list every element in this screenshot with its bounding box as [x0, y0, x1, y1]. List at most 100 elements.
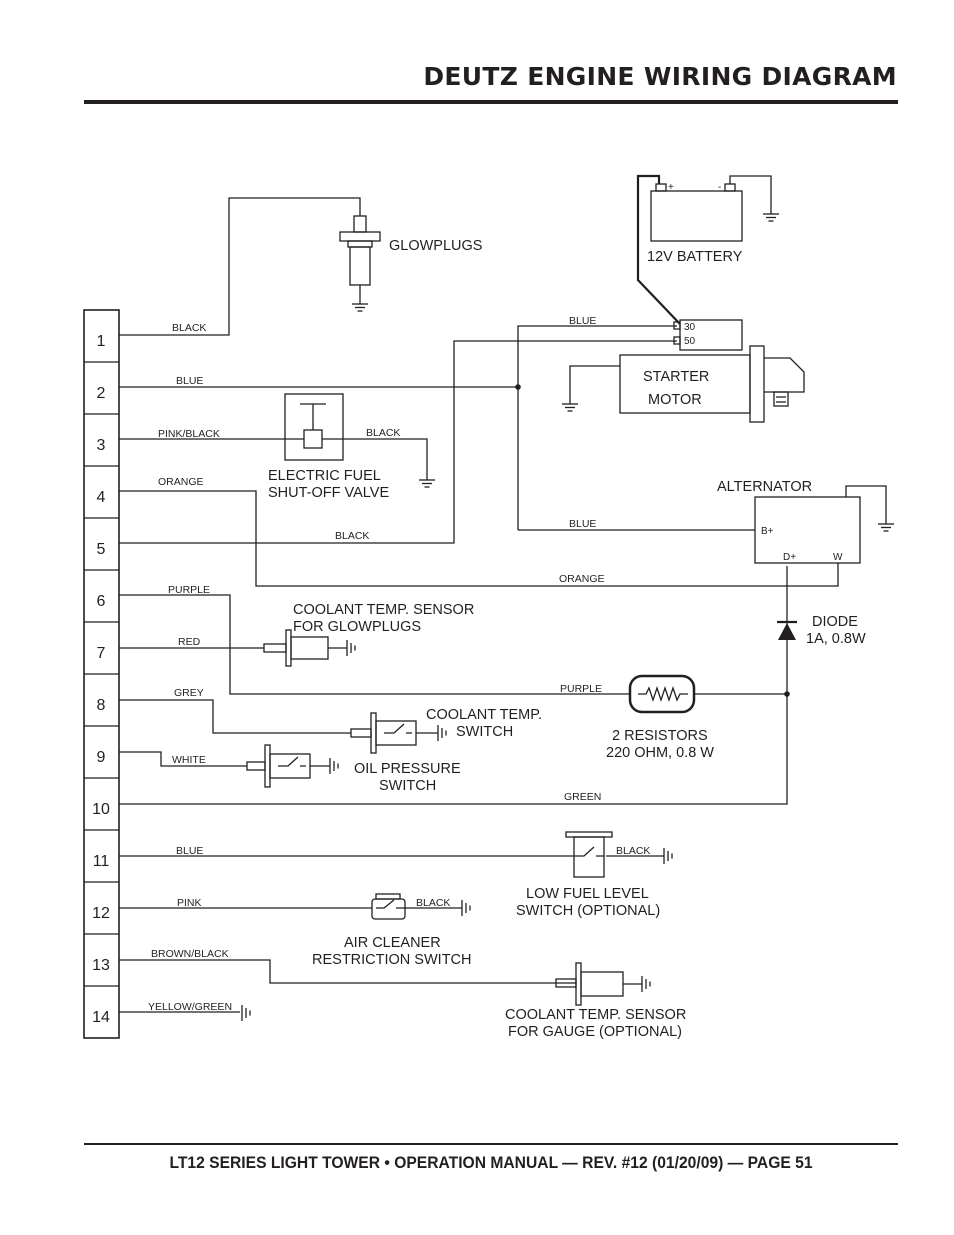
fuel-valve-icon	[284, 393, 344, 461]
wire-label: BROWN/BLACK	[151, 948, 229, 960]
alternator-w-label: W	[833, 552, 843, 563]
wire-label: YELLOW/GREEN	[148, 1001, 232, 1013]
fuel-level-switch-icon	[565, 831, 613, 878]
battery-label: 12V BATTERY	[647, 249, 743, 265]
wire-label: BLUE	[176, 375, 203, 387]
coolant-switch-icon	[350, 712, 447, 754]
resistors-label: 2 RESISTORS	[612, 728, 708, 744]
ground-icon	[241, 1004, 251, 1022]
terminal-strip: 1 2 3 4 5 6 7 8 9 10 11 12 13 14	[83, 309, 120, 1039]
wire-label: BLUE	[569, 315, 596, 327]
resistors-label: 220 OHM, 0.8 W	[606, 745, 714, 761]
alternator-bplus-label: B+	[761, 526, 774, 537]
terminal-dividers	[84, 361, 119, 987]
temp-sensor-icon	[263, 629, 356, 667]
sensor-glowplugs-label: FOR GLOWPLUGS	[293, 619, 421, 635]
fuel-valve-label: SHUT-OFF VALVE	[268, 485, 389, 501]
footer-rule	[84, 1143, 898, 1145]
ground-icon	[461, 899, 471, 917]
diode-label: DIODE	[812, 614, 858, 630]
oil-pressure-switch-icon	[246, 744, 339, 788]
air-cleaner-switch-icon	[371, 893, 406, 920]
starter-terminal-50: 50	[684, 336, 696, 347]
wire-6-purple	[119, 594, 630, 695]
wire-1-black	[119, 197, 361, 336]
air-cleaner-label: AIR CLEANER	[344, 935, 441, 951]
wire-valve-black	[322, 438, 428, 474]
battery-icon	[636, 174, 780, 325]
alternator-icon	[754, 485, 895, 564]
coolant-switch-label: COOLANT TEMP.	[426, 707, 542, 723]
air-cleaner-label: RESTRICTION SWITCH	[312, 952, 472, 968]
wire-label: BLUE	[569, 518, 596, 530]
terminal-number: 2	[97, 385, 106, 402]
wire-13-brown-black	[119, 959, 576, 984]
diode-label: 1A, 0.8W	[806, 631, 866, 647]
starter-label: STARTER	[643, 369, 709, 385]
ground-icon	[663, 847, 673, 865]
wire-label: BLACK	[616, 845, 650, 857]
fuel-level-label: LOW FUEL LEVEL	[526, 886, 649, 902]
wire-4-orange	[119, 490, 839, 587]
terminal-number: 10	[92, 801, 110, 818]
wire-5-black	[119, 340, 677, 544]
gauge-sensor-icon	[555, 962, 651, 1006]
glowplugs-label: GLOWPLUGS	[389, 238, 482, 254]
wire-label: PURPLE	[168, 584, 210, 596]
wire-label: PINK/BLACK	[158, 428, 220, 440]
fuel-valve-label: ELECTRIC FUEL	[268, 468, 381, 484]
junction-dot	[784, 691, 790, 697]
starter-label: MOTOR	[648, 392, 702, 408]
wire-label: ORANGE	[158, 476, 204, 488]
battery-plus-label: +	[668, 182, 674, 193]
terminal-number: 8	[97, 697, 106, 714]
wire-label: PURPLE	[560, 683, 602, 695]
alternator-label: ALTERNATOR	[717, 479, 812, 495]
terminal-number: 6	[97, 593, 106, 610]
battery-minus-label: -	[718, 182, 721, 193]
oil-pressure-label: SWITCH	[379, 778, 436, 794]
terminal-number: 14	[92, 1009, 110, 1026]
terminal-number: 13	[92, 957, 110, 974]
terminal-number: 12	[92, 905, 110, 922]
wire-label: GREY	[174, 687, 204, 699]
terminal-number: 11	[93, 853, 110, 870]
starter-motor-icon	[561, 319, 805, 423]
wire-label: BLACK	[416, 897, 450, 909]
alternator-dplus-label: D+	[783, 552, 796, 563]
terminal-number: 4	[97, 489, 106, 506]
wire-8-grey	[119, 699, 351, 734]
oil-pressure-label: OIL PRESSURE	[354, 761, 461, 777]
terminal-number: 7	[97, 645, 106, 662]
page-footer: LT12 SERIES LIGHT TOWER • OPERATION MANU…	[169, 1153, 813, 1172]
wire-label: WHITE	[172, 754, 206, 766]
fuel-level-label: SWITCH (OPTIONAL)	[516, 903, 660, 919]
header-rule	[84, 100, 898, 104]
terminal-number: 9	[97, 749, 106, 766]
sensor-gauge-label: COOLANT TEMP. SENSOR	[505, 1007, 686, 1023]
ground-icon	[418, 473, 436, 488]
wire-label: PINK	[177, 897, 202, 909]
wire-label: BLACK	[335, 530, 369, 542]
wire-label: BLACK	[172, 322, 206, 334]
terminal-number: 1	[97, 333, 106, 350]
starter-terminal-30: 30	[684, 322, 696, 333]
glowplug-icon	[339, 215, 381, 312]
wire-10-green	[119, 566, 788, 805]
wire-9-white	[119, 751, 247, 767]
wire-label: ORANGE	[559, 573, 605, 585]
coolant-switch-label: SWITCH	[456, 724, 513, 740]
junction-dot	[515, 384, 521, 390]
resistor-icon	[628, 674, 696, 714]
wire-blue-starter	[517, 325, 677, 530]
wire-label: GREEN	[564, 791, 601, 803]
terminal-number: 5	[97, 541, 106, 558]
wire-label: BLUE	[176, 845, 203, 857]
terminal-number: 3	[97, 437, 106, 454]
page-title: DEUTZ ENGINE WIRING DIAGRAM	[423, 62, 897, 91]
wire-label: BLACK	[366, 427, 400, 439]
sensor-glowplugs-label: COOLANT TEMP. SENSOR	[293, 602, 474, 618]
wire-label: RED	[178, 636, 201, 648]
diode-icon	[777, 620, 797, 640]
